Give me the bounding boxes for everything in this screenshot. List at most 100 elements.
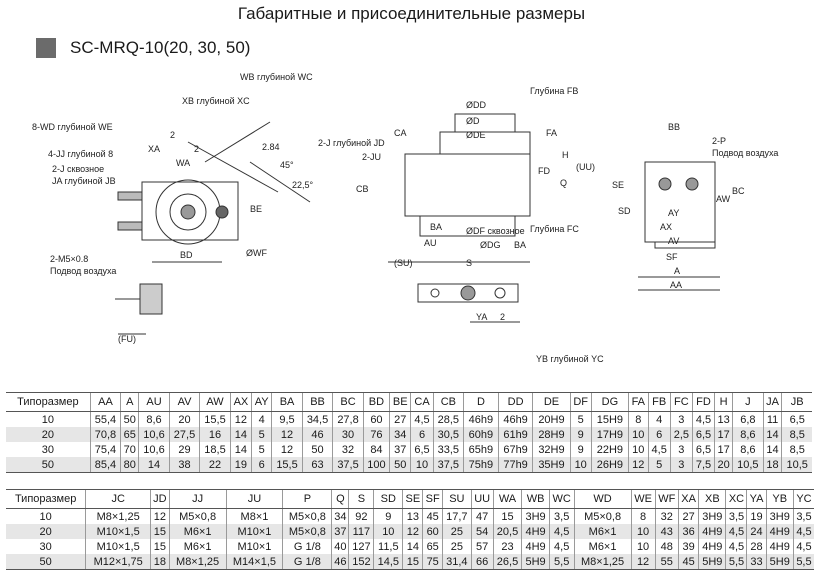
table-cell: 4,5 <box>691 411 715 427</box>
table-cell: 6,5 <box>691 442 715 457</box>
table-cell: 4 <box>647 411 671 427</box>
table-cell: 4H9 <box>698 524 726 539</box>
table-cell: 19 <box>229 457 252 473</box>
table-cell: 4,5 <box>548 524 575 539</box>
label-angle-45: 45° <box>280 160 294 170</box>
table-cell: 34,5 <box>301 411 333 427</box>
table-cell: 20 <box>714 457 733 473</box>
label-ax: AX <box>660 222 672 232</box>
table-cell: 37,5 <box>432 457 464 473</box>
label-jj-depth: 4-JJ глубиной 8 <box>48 149 113 159</box>
label-ode: ØDE <box>466 130 486 140</box>
bottom-view-strip <box>417 283 519 303</box>
column-header: BB <box>301 392 333 412</box>
table-cell: 10,5 <box>732 457 764 473</box>
label-sf: SF <box>666 252 678 262</box>
column-header: UU <box>470 489 494 509</box>
label-two-b: 2 <box>194 144 199 154</box>
column-header: J <box>732 392 764 412</box>
column-header: AX <box>229 392 252 412</box>
column-header: D <box>463 392 499 412</box>
table-cell: 65 <box>120 427 139 442</box>
table-cell: 10 <box>41 413 54 426</box>
table-cell: 9 <box>569 427 592 442</box>
column-header: H <box>714 392 733 412</box>
label-odg: ØDG <box>480 240 501 250</box>
table-cell: 13 <box>714 411 733 427</box>
table-cell: 61h9 <box>497 427 533 442</box>
column-header: A <box>120 392 139 412</box>
table-cell: 15 <box>492 508 522 524</box>
table-cell: 3 <box>669 457 693 473</box>
table-cell: 66 <box>470 554 494 570</box>
table-cell: 14 <box>402 539 423 554</box>
table-cell: 5H9 <box>698 554 726 570</box>
table-cell: G 1/8 <box>282 539 332 554</box>
table-cell: 39 <box>677 539 699 554</box>
table-cell: 20H9 <box>532 411 571 427</box>
table-cell: 37 <box>331 524 349 539</box>
table-cell: 36 <box>677 524 699 539</box>
table-cell: 38 <box>168 457 200 473</box>
table-cell: 3,5 <box>725 508 747 524</box>
model-heading: SC-MRQ-10(20, 30, 50) <box>36 38 250 58</box>
table-cell: M10×1,5 <box>85 539 151 554</box>
table-cell: 11 <box>762 411 782 427</box>
column-header: JJ <box>168 489 227 509</box>
label-h: H <box>562 150 569 160</box>
label-fb-depth: Глубина FB <box>530 86 578 96</box>
label-two-c: 2 <box>500 312 505 322</box>
column-header: WB <box>521 489 550 509</box>
table-cell: 50 <box>6 554 86 570</box>
column-header: Q <box>331 489 349 509</box>
table-cell: 48 <box>654 539 679 554</box>
table-cell: 31,4 <box>441 554 472 570</box>
column-header: YA <box>746 489 767 509</box>
table-cell: 4H9 <box>521 524 550 539</box>
label-wd-depth-we: 8-WD глубиной WE <box>32 122 113 132</box>
table-cell: 30 <box>332 427 364 442</box>
column-header: AY <box>251 392 272 412</box>
label-fd: FD <box>538 166 550 176</box>
table-cell: 117 <box>348 524 374 539</box>
table-cell: 32 <box>654 508 679 524</box>
table-cell: M6×1 <box>573 539 631 554</box>
table-cell: 14 <box>762 427 782 442</box>
column-header: CB <box>432 392 464 412</box>
column-header: SF <box>422 489 443 509</box>
table-cell: 6 <box>251 457 272 473</box>
table-cell: 6,5 <box>410 442 434 457</box>
column-header: FA <box>627 392 649 412</box>
table-cell: 76 <box>362 427 390 442</box>
table-cell: 9,5 <box>271 411 303 427</box>
table-cell: 8,5 <box>781 442 812 457</box>
table-cell: 30 <box>39 540 52 553</box>
column-header: DF <box>569 392 592 412</box>
column-header: FD <box>691 392 715 412</box>
label-cb: CB <box>356 184 369 194</box>
table-cell: 12 <box>630 554 656 570</box>
table-cell: 5 <box>569 411 592 427</box>
table-cell: 75h9 <box>463 457 499 473</box>
column-header: AW <box>199 392 231 412</box>
table-cell: 3H9 <box>521 508 550 524</box>
column-header: DG <box>590 392 629 412</box>
table-cell: 18 <box>150 554 170 570</box>
table-cell: 3 <box>669 411 693 427</box>
table-cell: 28H9 <box>532 427 571 442</box>
table-cell: 10,6 <box>138 442 170 457</box>
side-view-body <box>404 153 531 217</box>
column-header: WF <box>654 489 679 509</box>
table-cell: 3,5 <box>792 508 814 524</box>
label-sd: SD <box>618 206 631 216</box>
table-cell: 15,5 <box>271 457 303 473</box>
table-cell: 27 <box>677 508 699 524</box>
table-cell: 5 <box>251 442 272 457</box>
table-cell: 20 <box>168 411 200 427</box>
table-cell: 19 <box>746 508 767 524</box>
